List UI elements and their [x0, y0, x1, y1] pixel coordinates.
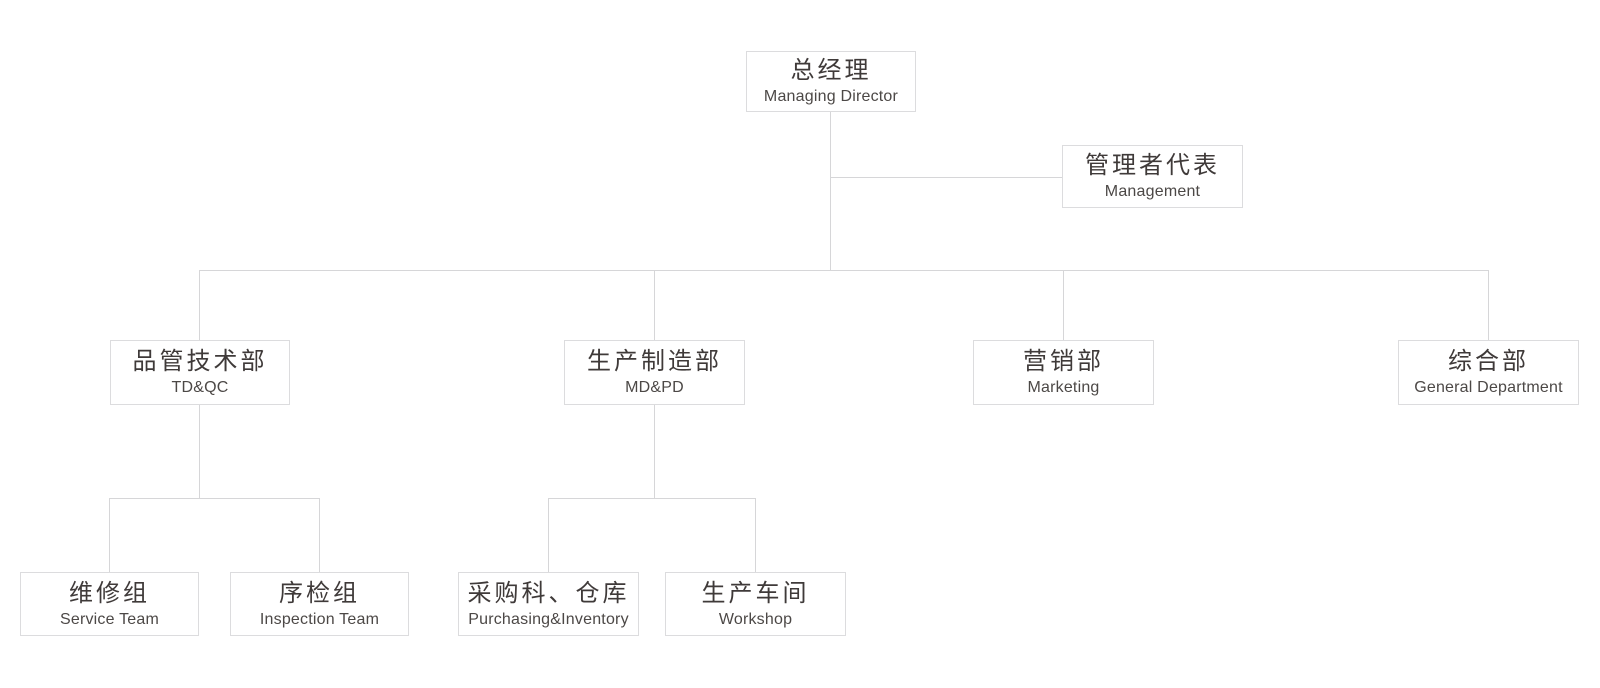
node-title-en: Inspection Team: [259, 610, 380, 628]
node-title-zh: 品管技术部: [132, 348, 268, 375]
node-title-en: General Department: [1414, 379, 1563, 396]
connector-td-qc-horizontal: [109, 498, 320, 499]
org-node-purchasing-inventory: 采购科、仓库 Purchasing&Inventory: [458, 572, 639, 636]
node-title-zh: 维修组: [69, 579, 150, 607]
connector-drop-marketing: [1063, 270, 1064, 340]
node-title-zh: 采购科、仓库: [467, 579, 630, 607]
node-title-en: Management: [1104, 183, 1201, 200]
org-node-service-team: 维修组 Service Team: [20, 572, 199, 636]
node-title-en: Managing Director: [763, 88, 899, 105]
connector-main-horizontal: [199, 270, 1488, 271]
connector-md-stem: [830, 112, 831, 270]
node-title-zh: 生产制造部: [587, 348, 722, 375]
node-title-zh: 生产车间: [701, 579, 810, 607]
connector-drop-workshop: [755, 498, 756, 572]
node-title-en: Service Team: [59, 610, 160, 628]
connector-drop-td-qc: [199, 270, 200, 340]
connector-md-pd-stem: [654, 405, 655, 498]
connector-management-branch: [830, 177, 1062, 178]
node-title-zh: 营销部: [1023, 348, 1104, 375]
connector-td-qc-stem: [199, 405, 200, 498]
node-title-zh: 综合部: [1448, 348, 1529, 375]
org-node-marketing: 营销部 Marketing: [973, 340, 1154, 405]
connector-drop-service: [109, 498, 110, 572]
org-node-managing-director: 总经理 Managing Director: [746, 51, 916, 112]
node-title-zh: 总经理: [790, 57, 872, 84]
connector-drop-purchasing: [548, 498, 549, 572]
node-title-en: Marketing: [1027, 379, 1100, 396]
node-title-en: TD&QC: [171, 379, 229, 396]
node-title-en: Workshop: [718, 610, 793, 628]
node-title-zh: 序检组: [279, 579, 360, 607]
connector-drop-inspection: [319, 498, 320, 572]
org-node-workshop: 生产车间 Workshop: [665, 572, 846, 636]
org-node-inspection-team: 序检组 Inspection Team: [230, 572, 409, 636]
node-title-zh: 管理者代表: [1085, 152, 1220, 179]
connector-drop-general: [1488, 270, 1489, 340]
org-node-general-department: 综合部 General Department: [1398, 340, 1579, 405]
org-node-management-representative: 管理者代表 Management: [1062, 145, 1243, 208]
org-node-md-pd: 生产制造部 MD&PD: [564, 340, 745, 405]
connector-drop-md-pd: [654, 270, 655, 340]
node-title-en: MD&PD: [625, 379, 684, 396]
node-title-en: Purchasing&Inventory: [468, 610, 629, 628]
org-node-td-qc: 品管技术部 TD&QC: [110, 340, 290, 405]
connector-md-pd-horizontal: [548, 498, 756, 499]
